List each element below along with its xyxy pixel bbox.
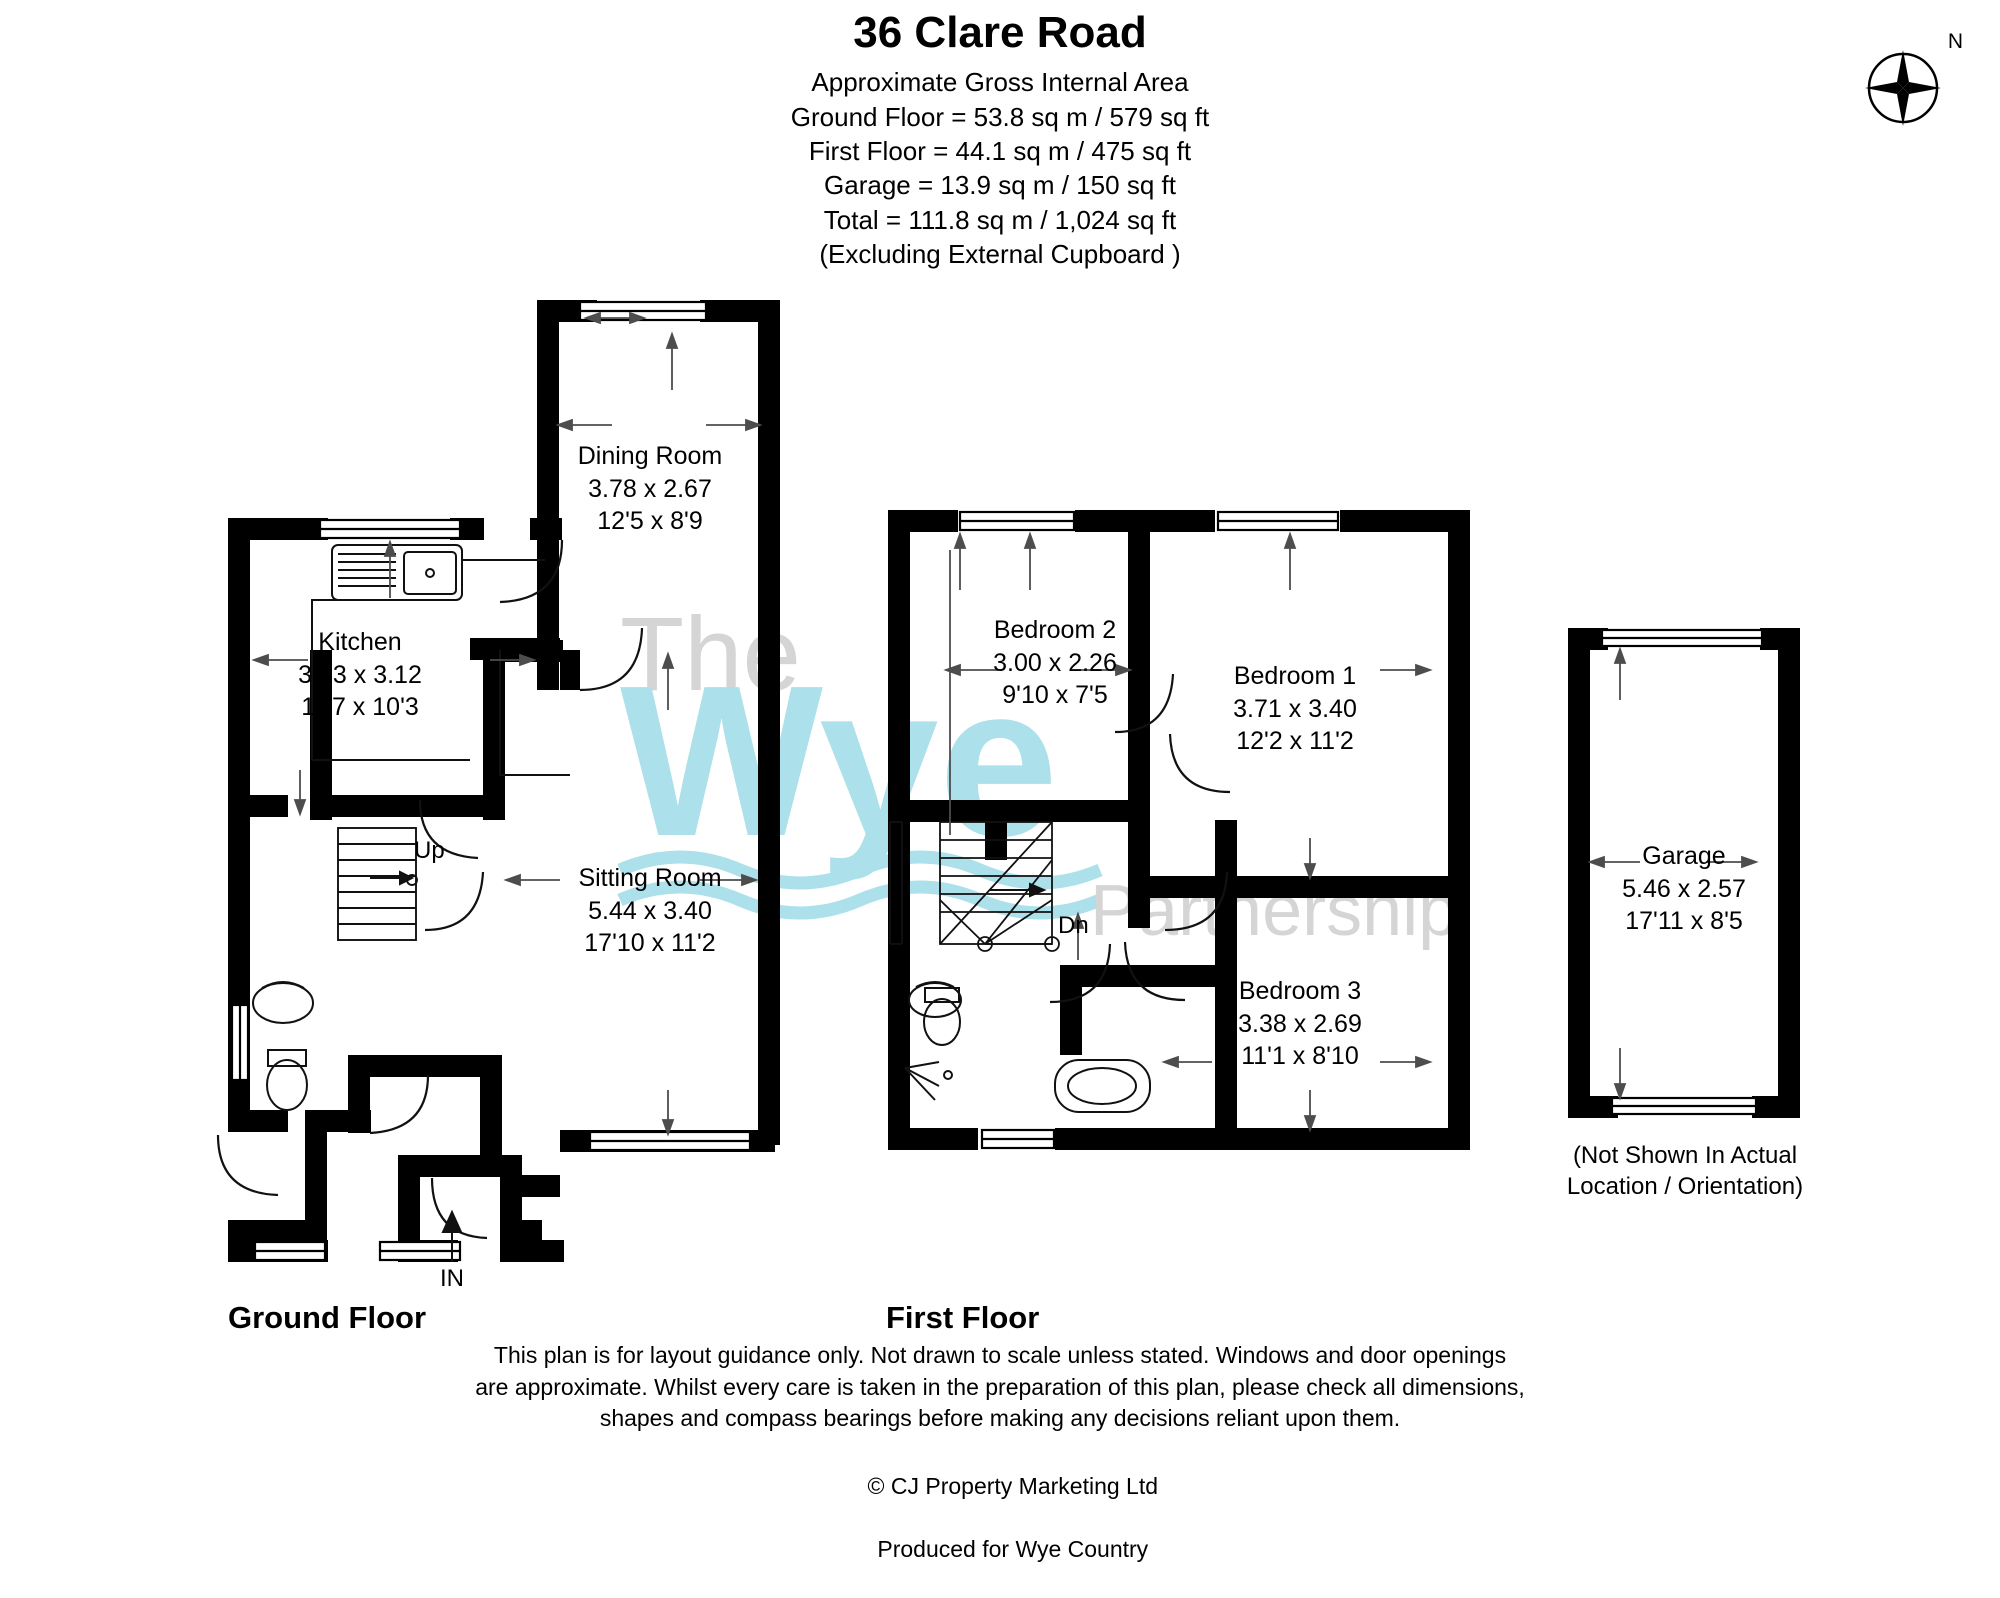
- area-line-1: Ground Floor = 53.8 sq m / 579 sq ft: [790, 101, 1210, 132]
- area-line-2: First Floor = 44.1 sq m / 475 sq ft: [808, 135, 1192, 166]
- page-title: 36 Clare Road: [853, 8, 1147, 57]
- disclaimer-line-3: shapes and compass bearings before makin…: [599, 1405, 1401, 1432]
- room-imperial: 17'11 x 8'5: [1625, 907, 1743, 935]
- stairs-up-label: Up: [414, 837, 445, 864]
- room-imperial: 12'5 x 8'9: [597, 507, 703, 535]
- garage-note-line-2: Location / Orientation): [1566, 1173, 1804, 1201]
- room-metric: 5.44 x 3.40: [588, 896, 712, 925]
- garage-location-note: (Not Shown In Actual Location / Orientat…: [1530, 1140, 1840, 1202]
- room-metric: 3.38 x 2.69: [1238, 1009, 1362, 1038]
- ground-floor-plan: [216, 300, 780, 1262]
- garage-note-line-1: (Not Shown In Actual: [1572, 1142, 1798, 1169]
- room-label-bedroom-3: Bedroom 3 3.38 x 2.69 11'1 x 8'10: [1190, 975, 1410, 1073]
- room-imperial: 9'10 x 7'5: [1002, 681, 1108, 709]
- compass-star-icon: [1865, 50, 1941, 126]
- area-line-3: Garage = 13.9 sq m / 150 sq ft: [824, 170, 1176, 201]
- room-metric: 3.71 x 3.40: [1233, 694, 1357, 723]
- room-label-bedroom-2: Bedroom 2 3.00 x 2.26 9'10 x 7'5: [950, 614, 1160, 712]
- room-name: Sitting Room: [578, 864, 722, 892]
- plan-header: 36 Clare Road Approximate Gross Internal…: [0, 8, 2000, 271]
- room-name: Bedroom 2: [993, 616, 1117, 644]
- area-line-4: Total = 111.8 sq m / 1,024 sq ft: [823, 204, 1177, 235]
- disclaimer-line-1: This plan is for layout guidance only. N…: [493, 1342, 1507, 1368]
- caption-ground-floor: Ground Floor: [228, 1300, 427, 1335]
- stairs-down-label: Dn: [1058, 912, 1089, 939]
- compass-rose: N: [1855, 30, 1965, 135]
- room-imperial: 17'10 x 11'2: [584, 929, 716, 957]
- room-label-garage: Garage 5.46 x 2.57 17'11 x 8'5: [1574, 840, 1794, 938]
- room-label-sitting-room: Sitting Room 5.44 x 3.40 17'10 x 11'2: [530, 862, 770, 960]
- floorplan-drawing: [216, 300, 1800, 1262]
- room-name: Kitchen: [318, 628, 402, 656]
- room-imperial: 11'1 x 8'10: [1241, 1042, 1359, 1070]
- plan-footer: This plan is for layout guidance only. N…: [0, 1340, 2000, 1598]
- produced-for-text: Produced for Wye Country: [877, 1536, 1149, 1563]
- room-label-kitchen: Kitchen 3.53 x 3.12 11'7 x 10'3: [250, 626, 470, 724]
- copyright-text: © CJ Property Marketing Ltd: [867, 1472, 1159, 1499]
- disclaimer-line-2: are approximate. Whilst every care is ta…: [475, 1373, 1525, 1400]
- room-label-dining-room: Dining Room 3.78 x 2.67 12'5 x 8'9: [540, 440, 760, 538]
- compass-north-label: N: [1947, 30, 1963, 53]
- area-line-5: (Excluding External Cupboard ): [819, 238, 1181, 269]
- first-floor-plan: [888, 510, 1470, 1150]
- room-metric: 3.53 x 3.12: [298, 660, 422, 689]
- room-imperial: 12'2 x 11'2: [1236, 727, 1354, 755]
- room-metric: 3.78 x 2.67: [588, 474, 712, 503]
- caption-first-floor: First Floor: [886, 1300, 1040, 1335]
- room-name: Garage: [1642, 842, 1726, 870]
- room-name: Bedroom 3: [1238, 977, 1362, 1005]
- room-metric: 5.46 x 2.57: [1622, 874, 1746, 903]
- room-label-bedroom-1: Bedroom 1 3.71 x 3.40 12'2 x 11'2: [1185, 660, 1405, 758]
- area-line-0: Approximate Gross Internal Area: [811, 67, 1189, 98]
- room-imperial: 11'7 x 10'3: [301, 693, 419, 721]
- room-name: Dining Room: [577, 442, 723, 470]
- room-name: Bedroom 1: [1233, 662, 1357, 690]
- room-metric: 3.00 x 2.26: [993, 648, 1117, 677]
- entrance-label: IN: [440, 1265, 464, 1292]
- garage-plan: [1568, 628, 1800, 1118]
- entrance-arrow: [441, 1209, 463, 1262]
